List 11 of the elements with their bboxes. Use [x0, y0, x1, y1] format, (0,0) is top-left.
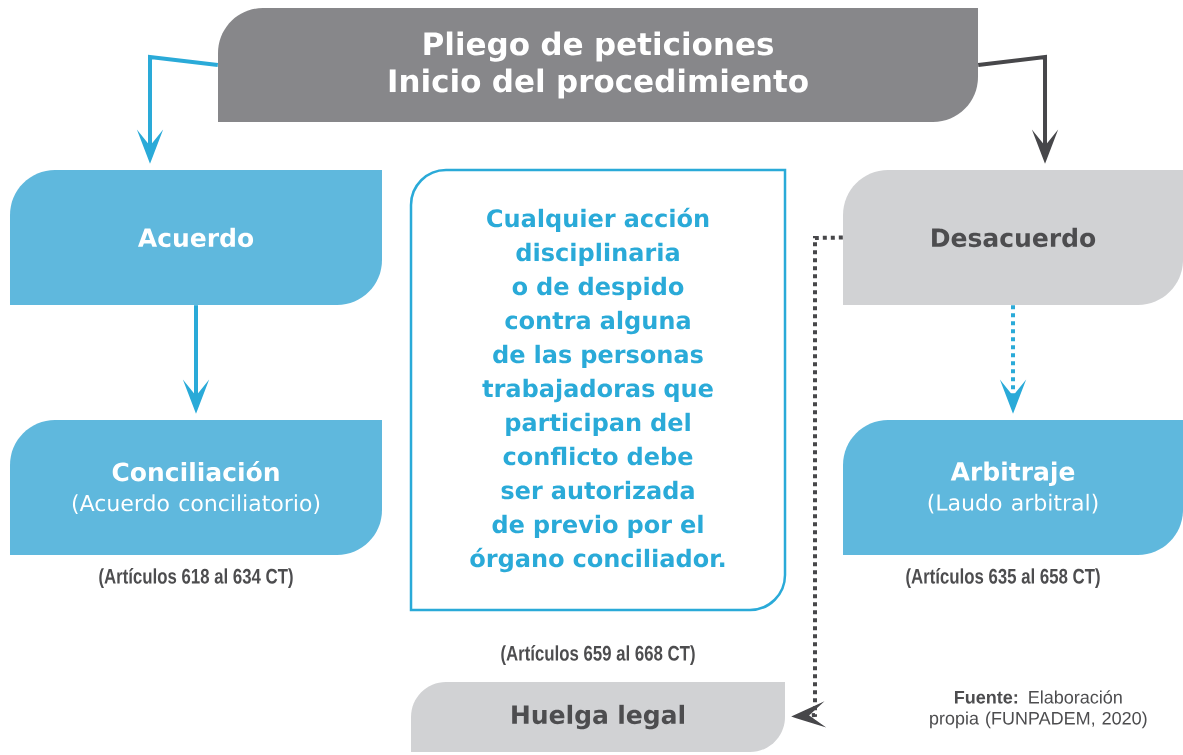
process-box: Acuerdo [10, 170, 382, 305]
reference-text: (Artículos 659 al 668 CT) [501, 645, 695, 665]
process-box: Conciliación (Acuerdo conciliatorio) [10, 420, 382, 555]
reference-text: (Artículos 635 al 658 CT) [906, 568, 1100, 588]
reference-text: (Artículos 618 al 634 CT) [99, 568, 293, 588]
note-box: Cualquier acción disciplinaria o de despido contra alguna de las personas trabajadoras que participan del conflicto debe ser autorizada de previo por el órgano conciliador. [409, 168, 787, 612]
process-box: Desacuerdo [843, 170, 1183, 305]
process-box: Huelga legal [411, 682, 785, 752]
source-note: Fuente: Elaboración propia (FUNPADEM, 2020) [930, 690, 1147, 729]
start-box: Pliego de peticiones Inicio del procedimiento [218, 8, 978, 122]
process-box: Arbitraje (Laudo arbitral) [843, 420, 1183, 555]
